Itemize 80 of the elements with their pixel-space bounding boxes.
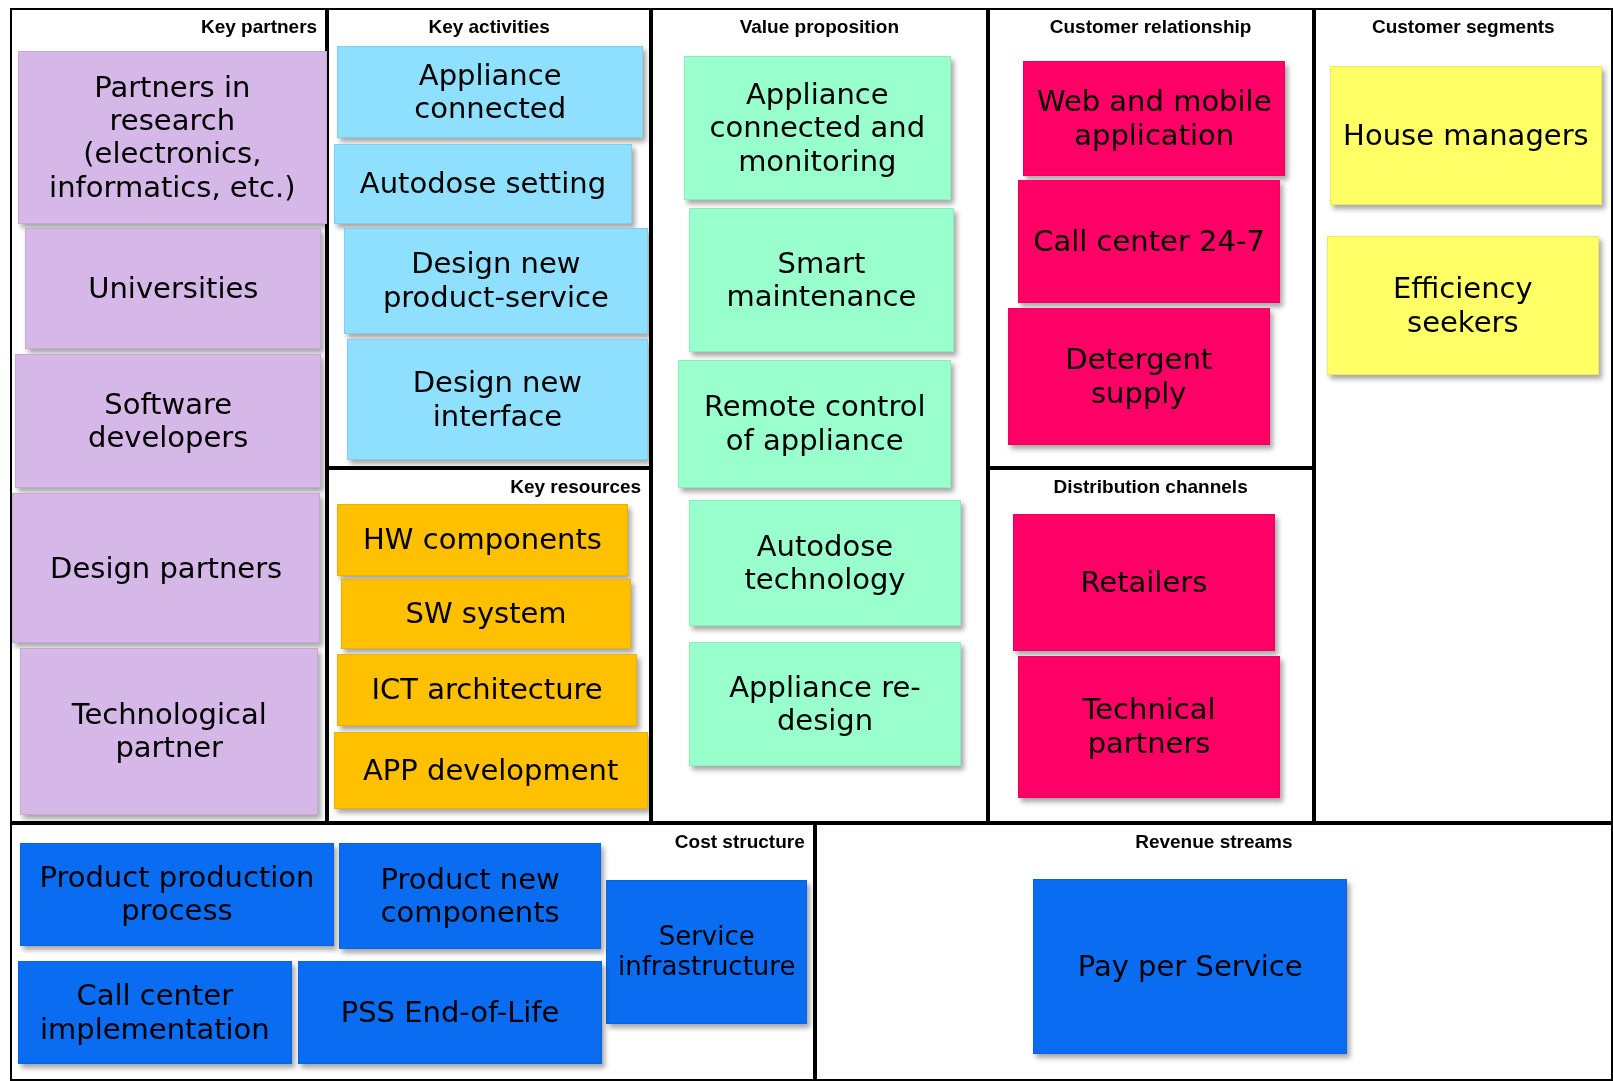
sticky-note [1017, 655, 1281, 798]
sticky-note [336, 653, 638, 726]
canvas-section [10, 822, 815, 1081]
section-heading: Key activities [427, 16, 551, 39]
canvas-section [1313, 8, 1613, 823]
sticky-note [20, 647, 319, 816]
sticky-note [341, 578, 632, 649]
note-text: Autodose technology [743, 529, 907, 597]
note-text: Product new components [379, 862, 561, 930]
sticky-note [1007, 308, 1270, 445]
note-text: Universities [88, 271, 259, 306]
note-text: Retailers [1080, 565, 1208, 599]
sticky-note [347, 338, 648, 461]
sticky-note [1023, 61, 1286, 177]
sticky-note [333, 143, 633, 224]
note-text: Design new interface [411, 366, 583, 433]
note-text: Partners in research (electronics, informatics, etc.) [48, 70, 297, 204]
note-text: Product production process [38, 861, 316, 928]
sticky-note [683, 56, 951, 201]
note-text: SW system [405, 596, 567, 631]
sticky-note [1033, 879, 1348, 1054]
section-heading: Revenue streams [1134, 830, 1294, 853]
sticky-note [1326, 236, 1600, 375]
note-text: Efficiency seekers [1391, 272, 1534, 339]
canvas-section [10, 8, 328, 823]
note-text: Appliance re-design [728, 670, 922, 738]
note-text: Remote control of appliance [702, 390, 927, 458]
canvas-section [651, 8, 988, 823]
canvas-section [814, 822, 1613, 1081]
sticky-note [336, 503, 628, 576]
canvas-section [327, 8, 652, 469]
sticky-note [297, 961, 603, 1065]
note-text: Appliance connected [413, 58, 568, 126]
note-text: Autodose setting [359, 166, 607, 201]
note-text: Web and mobile application [1035, 85, 1273, 153]
note-text: Technical partners [1081, 693, 1217, 761]
note-text: Design new product-service [381, 247, 610, 315]
note-text: HW components [363, 522, 602, 557]
note-text: Design partners [50, 551, 283, 585]
sticky-note [1329, 66, 1603, 206]
canvas-section [987, 468, 1314, 823]
note-text: Call center implementation [38, 979, 271, 1047]
note-text: Service infrastructure [617, 922, 796, 982]
sticky-note [688, 208, 955, 353]
sticky-note [11, 493, 321, 644]
note-text: PSS End-of-Life [340, 996, 560, 1030]
note-text: APP development [363, 753, 619, 788]
sticky-note [678, 359, 951, 489]
canvas-section [987, 8, 1314, 469]
note-text: House managers [1343, 119, 1589, 153]
sticky-note [338, 843, 602, 949]
sticky-note [333, 731, 648, 810]
section-heading: Cost structure [673, 830, 805, 853]
note-text: Detergent supply [1064, 343, 1214, 410]
section-heading: Customer relationship [1048, 16, 1253, 39]
sticky-note [25, 227, 322, 350]
note-text: Pay per Service [1077, 949, 1303, 984]
sticky-note [688, 642, 962, 766]
note-text: Call center 24-7 [1033, 224, 1265, 258]
sticky-note [14, 354, 322, 489]
sticky-note [688, 500, 962, 626]
note-text: ICT architecture [371, 673, 603, 707]
note-text: Smart maintenance [725, 246, 918, 314]
note-text: Technological partner [70, 698, 268, 765]
note-text: Appliance connected and monitoring [708, 78, 927, 179]
sticky-note [20, 843, 334, 946]
section-heading: Key partners [199, 16, 318, 39]
note-text: Software developers [87, 387, 250, 455]
sticky-note [1012, 513, 1276, 651]
sticky-note [18, 961, 292, 1065]
sticky-note [1017, 179, 1281, 303]
section-heading: Key resources [509, 476, 642, 499]
section-heading: Distribution channels [1052, 476, 1249, 499]
section-heading: Customer segments [1370, 16, 1556, 39]
sticky-note [344, 227, 648, 334]
sticky-note [606, 880, 807, 1025]
canvas-section [327, 468, 652, 823]
sticky-note [336, 45, 644, 139]
sticky-note [18, 50, 327, 224]
section-heading: Value proposition [738, 16, 901, 39]
